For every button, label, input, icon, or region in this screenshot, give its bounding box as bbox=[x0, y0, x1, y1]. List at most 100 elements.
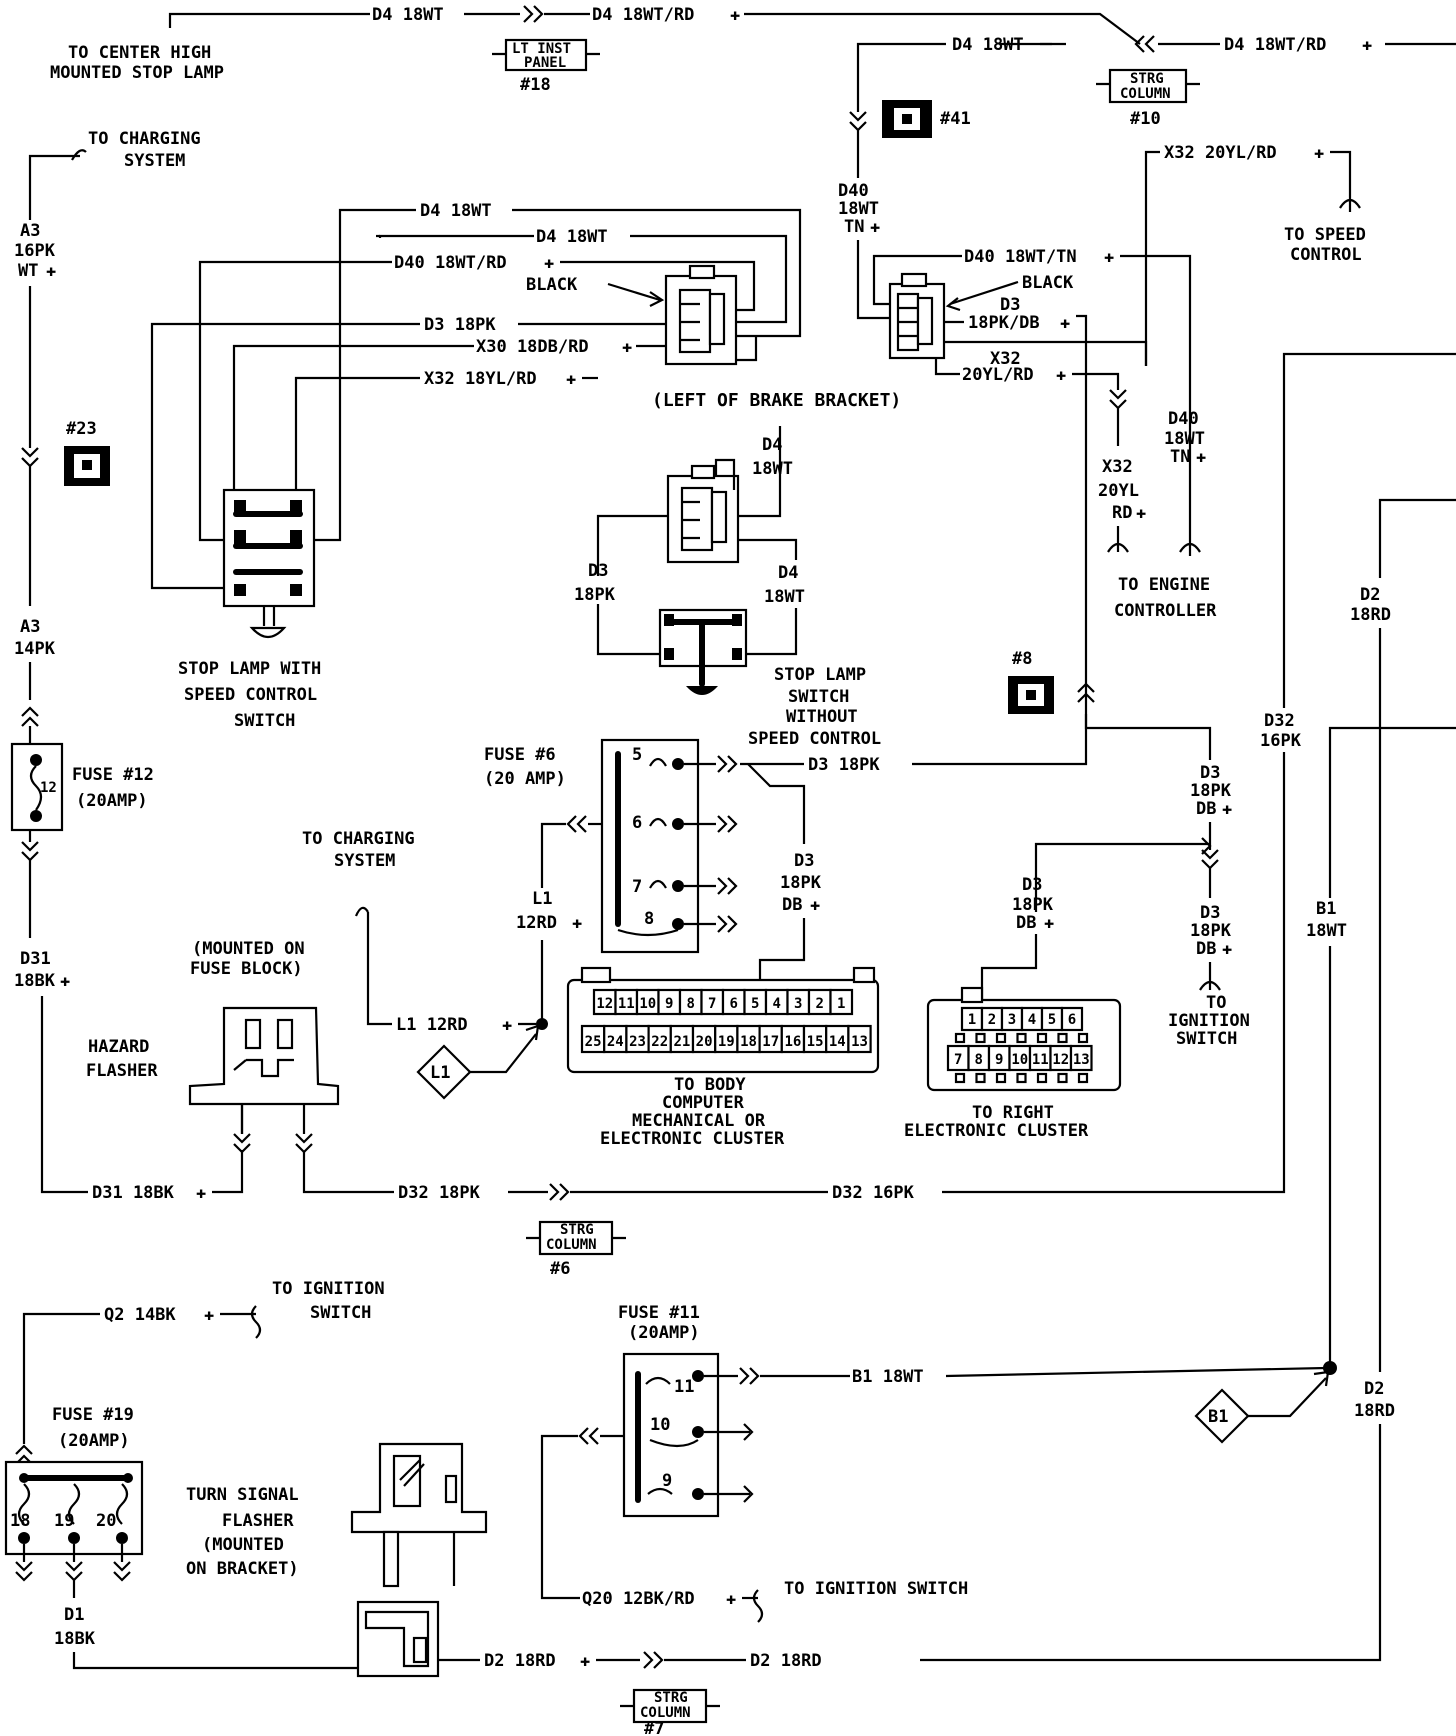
fuse-6: FUSE #6 (20 AMP) 5 6 7 8 D3 18PK bbox=[484, 682, 1095, 1030]
label-line: HAZARD bbox=[88, 1037, 149, 1057]
wire-label: 12RD bbox=[516, 913, 557, 933]
pin-number: 12 bbox=[1052, 1052, 1069, 1068]
pin-number: 13 bbox=[851, 1034, 868, 1050]
splice-mark: ✚ bbox=[502, 1015, 512, 1035]
pin-dot bbox=[975, 1032, 986, 1044]
pin-number: 3 bbox=[794, 996, 802, 1012]
connector-8: #8 bbox=[1008, 649, 1054, 714]
splice-mark: ✚ bbox=[572, 913, 582, 933]
tag-number: #7 bbox=[644, 1719, 664, 1736]
wire-label: D4 bbox=[762, 435, 782, 455]
pin-dot bbox=[1077, 1072, 1089, 1084]
wire-label: D4 18WT bbox=[420, 201, 492, 221]
wire-label: X32 bbox=[990, 349, 1021, 369]
label-line: SPEED CONTROL bbox=[748, 729, 881, 749]
splice-mark: ✚ bbox=[622, 337, 632, 357]
pin-number: 8 bbox=[687, 996, 695, 1012]
wire-label: L1 12RD bbox=[396, 1015, 468, 1035]
wire-label: 20YL bbox=[1098, 481, 1139, 501]
black-connector-right: D40 18WT/TN ✚ BLACK D3 18PK/DB ✚ X32 20Y… bbox=[872, 247, 1217, 686]
splice-mark: ✚ bbox=[566, 369, 576, 389]
x32-speed-wire: X32 20YL/RD ✚ TO SPEED CONTROL bbox=[1144, 143, 1366, 366]
label-line: (LEFT OF BRAKE BRACKET) bbox=[652, 390, 901, 411]
splice-mark: ✚ bbox=[1104, 247, 1114, 267]
splice-mark: ✚ bbox=[1222, 939, 1232, 959]
wire-label: D3 bbox=[1200, 903, 1220, 923]
wire-label: DB bbox=[1016, 913, 1036, 933]
wire-label: 18PK/DB bbox=[968, 313, 1040, 333]
fuse-11: FUSE #11 (20AMP) 11 10 9 B1 18WT Q20 12B… bbox=[540, 1303, 1327, 1623]
label-line: BLACK bbox=[526, 275, 578, 295]
label-line: CONTROLLER bbox=[1114, 601, 1217, 621]
wire-label: 16PK bbox=[1260, 731, 1302, 751]
chmsl-label: TO CENTER HIGH MOUNTED STOP LAMP bbox=[50, 43, 224, 83]
tag-number: #10 bbox=[1130, 109, 1161, 129]
pin-number: 11 bbox=[618, 996, 635, 1012]
wire-label: D4 18WT bbox=[952, 35, 1024, 55]
wire-label: D3 18PK bbox=[808, 755, 880, 775]
pin-cell bbox=[1060, 1006, 1084, 1032]
label-line: FLASHER bbox=[86, 1061, 158, 1081]
pin-dot bbox=[1016, 1072, 1027, 1084]
tag-text: STRG bbox=[560, 1222, 594, 1238]
connector-number: #23 bbox=[66, 419, 97, 439]
pin-number: 2 bbox=[988, 1012, 996, 1028]
d4-right-branch: D4 18WT D40 18WT TN ✚ bbox=[838, 35, 1066, 320]
label-line: TO IGNITION SWITCH bbox=[784, 1579, 968, 1599]
label-line: STOP LAMP WITH bbox=[178, 659, 321, 679]
pin-number: 21 bbox=[673, 1034, 690, 1050]
splice-mark: ✚ bbox=[726, 1589, 736, 1609]
pin-dot bbox=[954, 1072, 966, 1084]
pin-dot bbox=[1057, 1072, 1068, 1084]
pin-number: 12 bbox=[596, 996, 613, 1012]
wire-label: A3 bbox=[20, 221, 40, 241]
wire-label: D4 bbox=[778, 563, 798, 583]
fuse-12: 12 FUSE #12 (20AMP) bbox=[10, 742, 154, 832]
wire-label: L1 bbox=[532, 889, 552, 909]
wire-label: D4 18WT bbox=[372, 5, 444, 25]
label-line: ELECTRONIC CLUSTER bbox=[600, 1129, 785, 1149]
wire-label: 18RD bbox=[1350, 605, 1391, 625]
label-line: (20AMP) bbox=[76, 791, 148, 811]
label-line: SYSTEM bbox=[124, 151, 185, 171]
splice-mark: ✚ bbox=[1314, 143, 1324, 163]
splice-mark: ✚ bbox=[204, 1305, 214, 1325]
pin-dots bbox=[954, 1032, 1089, 1044]
wire-label: D40 bbox=[1168, 409, 1199, 429]
wire-label: D3 bbox=[1200, 763, 1220, 783]
turn-signal-flasher: TURN SIGNAL FLASHER (MOUNTED ON BRACKET)… bbox=[186, 1442, 822, 1678]
pin-number: 1 bbox=[837, 996, 845, 1012]
wire-label: DB bbox=[782, 895, 802, 915]
connector-number: #8 bbox=[1012, 649, 1032, 669]
wire-label: 20YL/RD bbox=[962, 365, 1034, 385]
label-line: (20AMP) bbox=[58, 1431, 130, 1451]
wire-label: D4 18WT/RD bbox=[592, 5, 694, 25]
pin-dot bbox=[1016, 1032, 1027, 1044]
wire-label: Q20 12BK/RD bbox=[582, 1589, 695, 1609]
label-line: TO CHARGING bbox=[302, 829, 415, 849]
label-line: FUSE #6 bbox=[484, 745, 556, 765]
label-line: SPEED CONTROL bbox=[184, 685, 317, 705]
label-line: (20 AMP) bbox=[484, 769, 566, 789]
connector-41: #41 bbox=[882, 100, 971, 138]
fuse-number: 10 bbox=[650, 1415, 670, 1435]
label-line: COMPUTER bbox=[662, 1093, 745, 1113]
d31-wire: D31 18BK ✚ D31 18BK ✚ bbox=[14, 830, 251, 1203]
label-line: SWITCH bbox=[1176, 1029, 1237, 1049]
pin-dot bbox=[1057, 1032, 1068, 1044]
splice-mark: ✚ bbox=[870, 217, 880, 237]
wire-label: TN bbox=[844, 217, 864, 237]
lt-inst-panel-tag: LT INST PANEL #18 bbox=[492, 38, 600, 95]
label-line: (MOUNTED ON bbox=[192, 939, 305, 959]
pin-number: 13 bbox=[1073, 1052, 1090, 1068]
splice-mark: ✚ bbox=[1060, 313, 1070, 333]
wire-label: 18PK bbox=[574, 585, 616, 605]
fuse-number: 12 bbox=[40, 780, 57, 796]
label-line: SWITCH bbox=[310, 1303, 371, 1323]
fuse-number: 7 bbox=[632, 877, 642, 897]
stop-lamp-sc-wires: D4 18WT D4 18WT D40 18WT/RD ✚ D3 18PK X3… bbox=[150, 201, 802, 590]
